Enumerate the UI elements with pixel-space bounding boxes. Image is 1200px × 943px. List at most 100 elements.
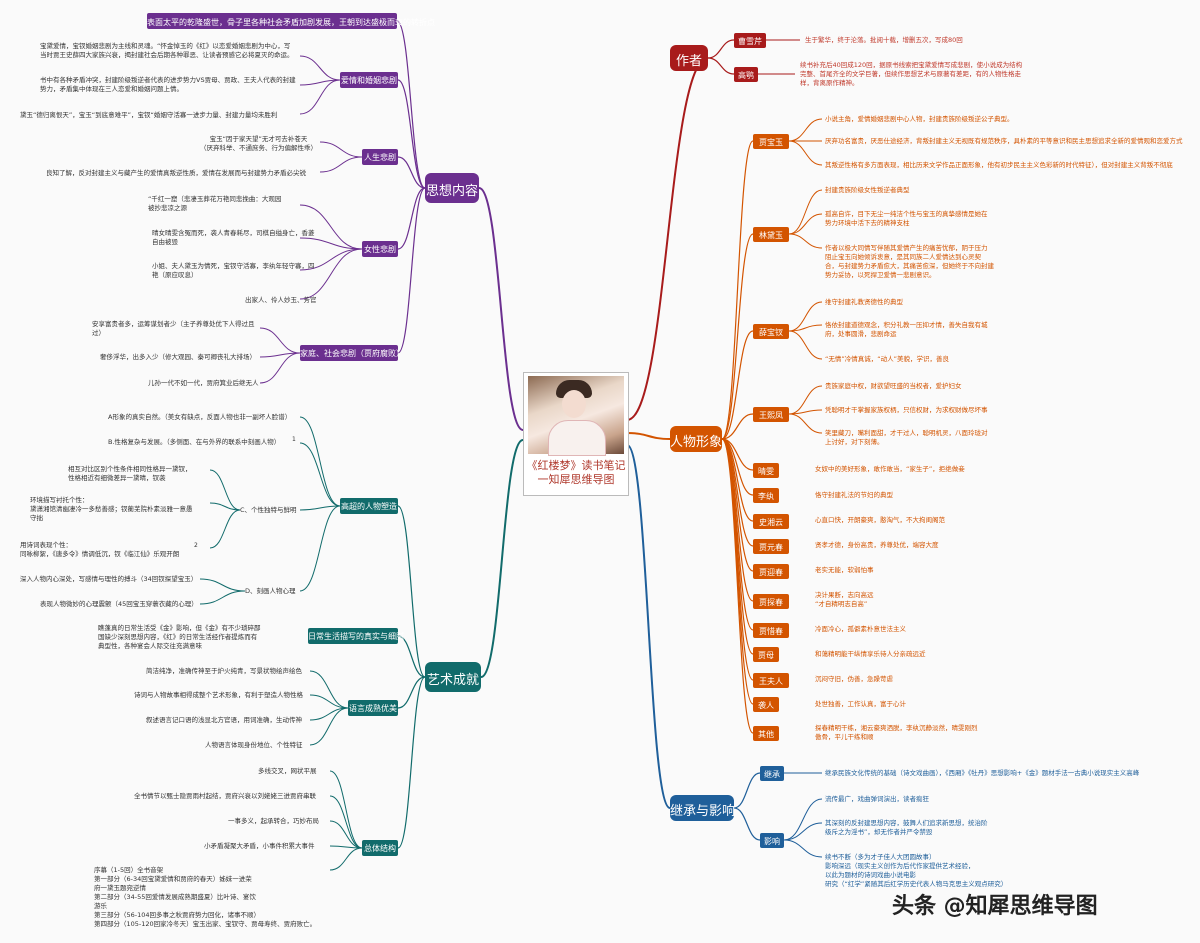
- structure-outline: 序幕（1-5回）全书音架 第一部分（6-34回宝黛爱情和贾府的春天）姊妹一进荣 …: [94, 866, 317, 928]
- character-9-label[interactable]: 贾迎春: [753, 564, 789, 579]
- character-3-detail-2: 恪依封建道德观念，积分礼教一压抑才情，善失自我有城 府，处事圆滑，悲剧命运: [825, 321, 988, 338]
- link-c-2: [209, 509, 241, 549]
- character-1-detail-2: 厌弃功名富贵，厌恶仕途经济，背叛封建主义无视既有规范秩序，具朴素的平等意识和民主…: [825, 137, 1183, 145]
- character-3-label[interactable]: 薛宝钗: [753, 324, 789, 339]
- link-char-14: [721, 438, 754, 734]
- family-item-2: 奢侈浮华，出多入少（修大观园、秦可卿丧礼大排场）: [100, 353, 256, 361]
- life-item-1: 宝玉“因于家天望”无才可去补苍天 （厌弃科举、不通庶务、行为偏解性乖）: [200, 135, 317, 152]
- influence-item-1: 流传最广，戏曲弹词演出，读者痴狂: [825, 795, 929, 803]
- branch-art[interactable]: 艺术成就: [425, 662, 481, 692]
- structure-item-2: 全书情节以甄士隐贾雨村起结，贾府兴衰以刘姥姥三进贾府串联: [134, 792, 316, 800]
- branch-author[interactable]: 作者: [670, 45, 708, 71]
- thought-top-note[interactable]: 表面太平的乾隆盛世，骨子里各种社会矛盾加剧发展，王朝到达盛极而衰的转折点: [147, 13, 435, 29]
- character-5-label[interactable]: 晴雯: [753, 463, 779, 478]
- character-15-label[interactable]: 其他: [753, 726, 779, 741]
- women-item-2: 晴女晴雯含冤而死，袭人青春耗尽，司棋自缢身亡，香菱 自由被毁: [152, 229, 315, 246]
- character-2-detail-3: 作者以极大同情写伴随其爱情产生的痛苦忧郁，阴于压力 阻止宝玉向她倾诉衷意，是其同…: [825, 244, 994, 279]
- portrait-poetry: 用诗词表现个性： 同咏柳絮，《唐多令》情调低沉，钗《临江仙》乐观开朗: [20, 541, 180, 558]
- portrait-contrast: 相互对比区别个性条件相同性格异一黛钗， 性格相近有细微差异一黛晴，钗袭: [68, 465, 192, 482]
- link-struct-4: [329, 847, 363, 871]
- link-char-2: [721, 330, 754, 440]
- link-art-sub-0: [397, 505, 426, 678]
- author-cao-text: 生于繁华，终于沦落。批阅十载，增删五次，写成80回: [805, 36, 963, 44]
- portrait-subtle: 表现人物微妙的心理震颤（45回宝玉穿蓑衣藏的心理）: [40, 600, 198, 608]
- character-1-detail-3: 其叛逆性格有多方面表现，相比历来文学作品正面形象，他有初步民主主义色彩新的时代特…: [825, 161, 1173, 169]
- women-item-1: “千红一窟（悲凄玉葬花万艳同悲挽曲：大观园 被抄悲凉之源: [148, 195, 282, 212]
- link-influence: [733, 807, 761, 841]
- link-thought-sub-2: [397, 156, 426, 189]
- portrait-inner: 深入人物内心深处，写感情与理性的搏斗（34回钗探望宝玉）: [20, 575, 198, 583]
- link-women-3: [299, 248, 363, 300]
- central-topic[interactable]: 《红楼梦》读书笔记 一知犀思维导图: [523, 372, 629, 496]
- central-title-line1: 《红楼梦》读书笔记: [526, 459, 626, 472]
- language-item-4: 人物语言体现身份地位、个性特征: [205, 741, 303, 749]
- art-portrait[interactable]: 高超的人物塑造: [340, 498, 398, 514]
- link-life-1: [319, 156, 363, 173]
- link-women-1: [299, 237, 363, 250]
- link-portrait-3: [299, 505, 341, 592]
- thought-women-tragedy[interactable]: 女性悲剧: [362, 241, 398, 257]
- character-3-detail-1: 维守封建礼教贤德性的典型: [825, 298, 903, 306]
- character-2-detail-2: 孤高自许，目下无尘一纯洁个性与宝玉的真挚感情是她在 势力环境中活下去的精神支柱: [825, 210, 988, 227]
- character-9-detail-1: 老实无能，软弱怕事: [815, 566, 874, 574]
- link-lang-0: [309, 670, 349, 709]
- link-family-2: [259, 352, 301, 384]
- art-daily-life[interactable]: 日常生活描写的真实与细腻: [308, 628, 404, 644]
- character-12-detail-1: 和蔼精明能干纵情享乐待人分亲疏远近: [815, 650, 926, 658]
- link-women-0: [299, 204, 363, 250]
- character-10-detail-1: 决计果断，志向高远 “才自精明志自高”: [815, 591, 874, 608]
- love-item-3: 黛玉“德归离恨天”，宝玉“到底意难平”，宝钗“婚姻守活寡一进步力量、封建力量均未…: [20, 111, 278, 119]
- character-14-label[interactable]: 袭人: [753, 697, 779, 712]
- link-infl-0: [783, 798, 823, 841]
- link-wang-1: [788, 409, 823, 415]
- character-8-label[interactable]: 贾元春: [753, 539, 789, 554]
- thought-family-tragedy[interactable]: 家庭、社会悲剧（贾府腐败）: [300, 345, 404, 361]
- author-gao-e[interactable]: 高鹗: [734, 67, 758, 82]
- art-language[interactable]: 语言成熟优美: [348, 700, 398, 716]
- character-3-detail-3: “无情”冷情真诚，“动人”美貌，学识，善良: [825, 355, 949, 363]
- link-xue-2: [788, 330, 823, 360]
- character-10-label[interactable]: 贾探春: [753, 594, 789, 609]
- character-6-label[interactable]: 李纨: [753, 488, 779, 503]
- life-item-2: 良知了解，反对封建主义与藏产生的爱情真叛逆性质，爱情在发展而与封建势力矛盾必尖锐: [46, 169, 306, 177]
- link-author: [626, 57, 709, 421]
- character-2-label[interactable]: 林黛玉: [753, 227, 789, 242]
- link-thought-sub-4: [397, 187, 426, 354]
- character-4-label[interactable]: 王熙凤: [753, 407, 789, 422]
- character-2-detail-1: 封建贵族阶级女性叛逆者典型: [825, 186, 910, 194]
- character-13-label[interactable]: 王夫人: [753, 673, 789, 688]
- link-thought: [478, 187, 524, 431]
- link-bao-2: [788, 140, 823, 166]
- language-item-2: 诗词与人物故事相得成整个艺术形象，有利于塑造人物性格: [134, 691, 303, 699]
- character-1-label[interactable]: 贾宝玉: [753, 134, 789, 149]
- character-7-label[interactable]: 史湘云: [753, 514, 789, 529]
- link-struct-1: [329, 795, 363, 849]
- portrait-item-a: A形象的真实自然。（美女有缺点，反面人物也非一副坏人脸谱）: [108, 413, 292, 421]
- link-legacy: [626, 444, 671, 809]
- author-gao-text: 续书补充后40回成120回，据原书线索把宝黛爱情写成悲剧，使小说成为结构 完整、…: [800, 61, 1023, 87]
- structure-item-1: 多线交叉，网状平展: [258, 767, 317, 775]
- portrait-marker-2: 2: [194, 542, 198, 549]
- thought-love-tragedy[interactable]: 爱情和婚姻悲剧: [340, 72, 398, 88]
- language-item-3: 叙述语言记口语的浅显北方官语，用词准确，生动传神: [146, 716, 302, 724]
- link-life-0: [319, 141, 363, 158]
- character-4-detail-3: 笑里藏刀，嘴利面甜，才干过人，聪明机灵，八面玲珑对 上讨好，对下刻薄。: [825, 429, 988, 446]
- link-struct-2: [329, 820, 363, 849]
- thought-life-tragedy[interactable]: 人生悲剧: [362, 149, 398, 165]
- women-item-3: 小姐、夫人黛玉为情死，宝钗守活寡，李纨年轻守寡，四 艳（原应叹息）: [152, 262, 315, 279]
- character-11-label[interactable]: 贾惜春: [753, 623, 789, 638]
- branch-characters[interactable]: 人物形象: [670, 426, 722, 452]
- character-12-label[interactable]: 贾母: [753, 647, 779, 662]
- link-d-0: [199, 578, 246, 592]
- legacy-influence[interactable]: 影响: [760, 833, 784, 848]
- branch-legacy[interactable]: 继承与影响: [670, 795, 735, 821]
- family-item-1: 安享富贵者多，运筹谋划者少（主子养尊处优下人得过且 过）: [92, 320, 255, 337]
- author-cao-xueqin[interactable]: 曹雪芹: [734, 33, 766, 48]
- link-char-12: [721, 438, 754, 681]
- legacy-inherit[interactable]: 继承: [760, 766, 784, 781]
- link-art-sub-1: [397, 635, 426, 678]
- branch-thought[interactable]: 思想内容: [425, 173, 479, 203]
- art-structure[interactable]: 总体结构: [362, 840, 398, 856]
- link-thought-sub-1: [397, 79, 426, 189]
